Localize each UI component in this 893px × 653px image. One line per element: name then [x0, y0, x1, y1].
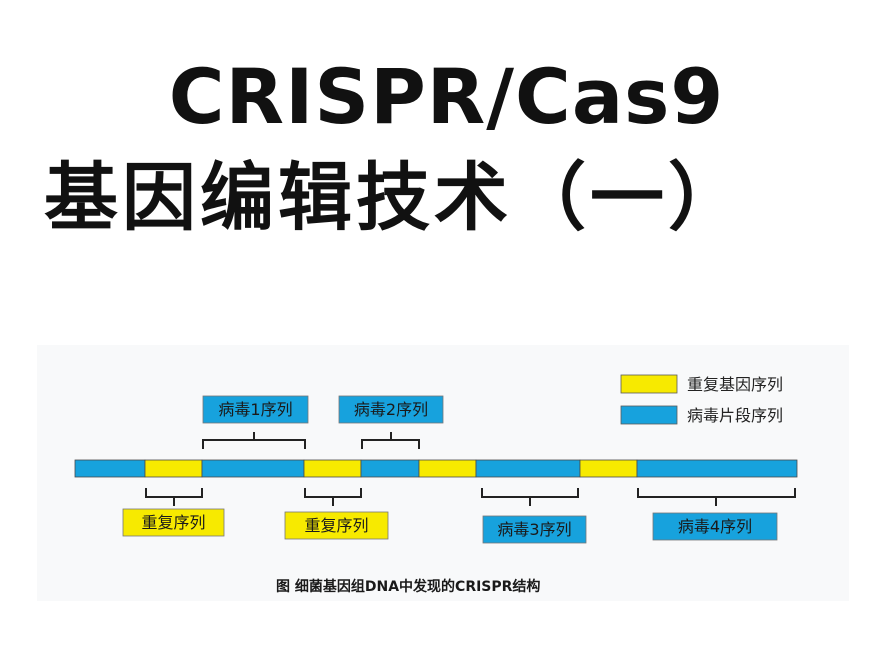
bracket-repeat-b [304, 488, 362, 506]
segment-virus [475, 459, 581, 478]
title-line-2: 基因编辑技术（一） [44, 155, 746, 241]
bracket-virus-3 [481, 488, 579, 506]
label-virus-3: 病毒3序列 [497, 520, 571, 539]
legend-swatch-virus [620, 405, 678, 425]
legend-swatch-repeat [620, 374, 678, 394]
label-repeat-a: 重复序列 [141, 513, 205, 532]
label-box-repeat-b [284, 511, 389, 540]
label-virus-2: 病毒2序列 [354, 400, 428, 419]
segment-virus [636, 459, 798, 478]
legend-label-virus: 病毒片段序列 [687, 406, 783, 425]
label-repeat-b: 重复序列 [304, 516, 368, 535]
segment-virus [201, 459, 305, 478]
dna-strand [74, 459, 798, 478]
segment-virus [360, 459, 420, 478]
label-box-repeat-a [122, 508, 225, 537]
bracket-virus-2 [361, 432, 420, 449]
bracket-repeat-a [145, 488, 203, 506]
label-box-virus-4 [652, 512, 778, 541]
label-virus-4: 病毒4序列 [678, 517, 752, 536]
label-box-virus-2 [338, 395, 444, 424]
segment-repeat [579, 459, 638, 478]
label-box-virus-3 [482, 515, 587, 544]
figure-caption: 图 细菌基因组DNA中发现的CRISPR结构 [276, 578, 540, 595]
label-box-virus-1 [202, 395, 309, 424]
segment-repeat [418, 459, 477, 478]
label-virus-1: 病毒1序列 [218, 400, 292, 419]
segment-repeat [303, 459, 362, 478]
bracket-virus-1 [202, 432, 306, 449]
title-line-1: CRISPR/Cas9 [168, 52, 725, 141]
segment-virus [74, 459, 146, 478]
segment-repeat [144, 459, 203, 478]
crispr-diagram-svg: 重复基因序列 病毒片段序列 病毒1序列 病毒2序列 [74, 374, 798, 595]
legend-label-repeat: 重复基因序列 [687, 375, 783, 394]
bracket-virus-4 [637, 488, 796, 506]
crispr-figure: 重复基因序列 病毒片段序列 病毒1序列 病毒2序列 [37, 345, 849, 601]
